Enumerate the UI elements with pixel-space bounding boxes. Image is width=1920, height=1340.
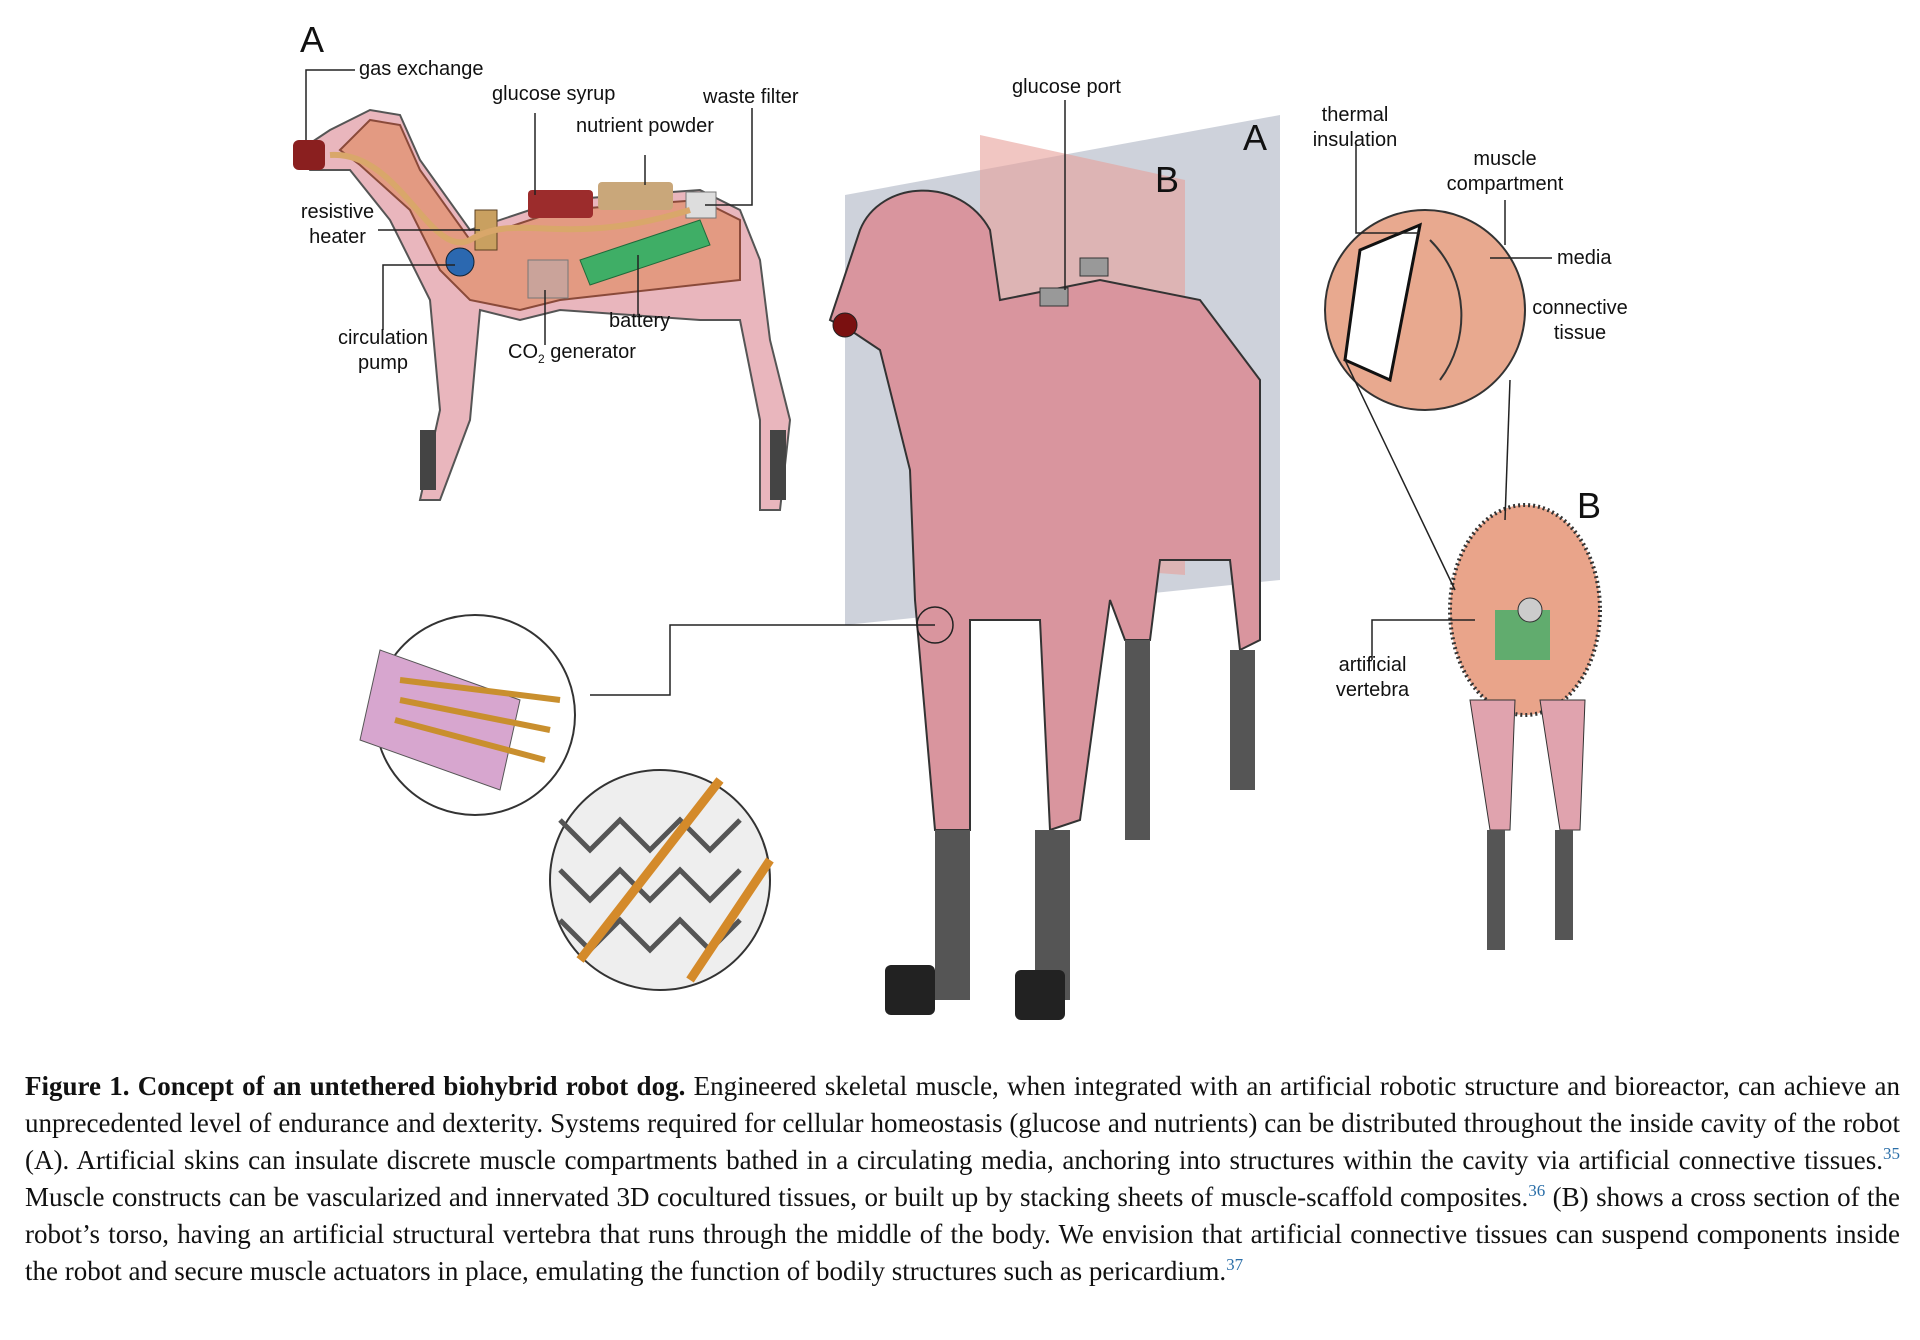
figure-illustration <box>293 69 1602 1020</box>
label-gas-exchange: gas exchange <box>359 58 484 80</box>
glucose-syrup-tank <box>528 190 593 218</box>
cutaway-dog-illustration <box>293 69 792 511</box>
co2-generator-box <box>527 259 569 299</box>
label-co2-generator: CO2 generator <box>508 340 636 372</box>
generator-text: generator <box>544 341 636 363</box>
label-muscle-compartment: muscle compartment <box>1446 148 1564 195</box>
panel-label-a-plane: A <box>1243 117 1268 158</box>
label-glucose-syrup: glucose syrup <box>492 83 616 105</box>
label-resistive-heater: resistive heater <box>300 201 375 248</box>
glucose-port-cap <box>1039 287 1069 307</box>
label-circulation-pump: circulation pump <box>337 327 429 374</box>
label-media: media <box>1557 247 1612 269</box>
gas-exchange-nozzle <box>293 140 325 170</box>
fiber-bundle-magnifier <box>359 614 576 816</box>
label-waste-filter: waste filter <box>703 86 799 108</box>
panel-label-b: B <box>1577 485 1602 526</box>
label-glucose-port: glucose port <box>1012 76 1121 98</box>
co2-text: CO <box>508 341 538 363</box>
figure-caption: Figure 1. Concept of an untethered biohy… <box>25 1068 1900 1290</box>
label-artificial-vertebra: artificial vertebra <box>1335 654 1410 701</box>
panel-label-b-plane: B <box>1155 159 1180 200</box>
caption-text-3: (B) shows a cross section of the robot’s… <box>25 1182 1901 1286</box>
nose-port <box>832 312 858 338</box>
robot-dog-illustration <box>590 100 1261 1020</box>
label-battery: battery <box>609 310 671 332</box>
label-thermal-insulation: thermal insulation <box>1312 104 1398 151</box>
cross-section-illustration <box>1324 145 1602 950</box>
panel-label-a: A <box>300 19 325 60</box>
nutrient-powder-tank <box>598 182 673 210</box>
label-nutrient-powder: nutrient powder <box>576 115 714 137</box>
label-connective-tissue: connective tissue <box>1532 297 1628 344</box>
pump-shape <box>445 247 475 277</box>
co2-subscript: 2 <box>538 352 545 366</box>
caption-text-1: Engineered skeletal muscle, when integra… <box>25 1071 1900 1175</box>
reference-link-35[interactable]: 35 <box>1883 1144 1900 1163</box>
caption-text-2: Muscle constructs can be vascularized an… <box>25 1182 1529 1212</box>
battery-shape <box>579 219 711 286</box>
scaffold-magnifier <box>549 769 774 991</box>
caption-title: Figure 1. Concept of an untethered biohy… <box>25 1071 686 1101</box>
reference-link-36[interactable]: 36 <box>1528 1181 1546 1200</box>
reference-link-37[interactable]: 37 <box>1226 1255 1244 1274</box>
